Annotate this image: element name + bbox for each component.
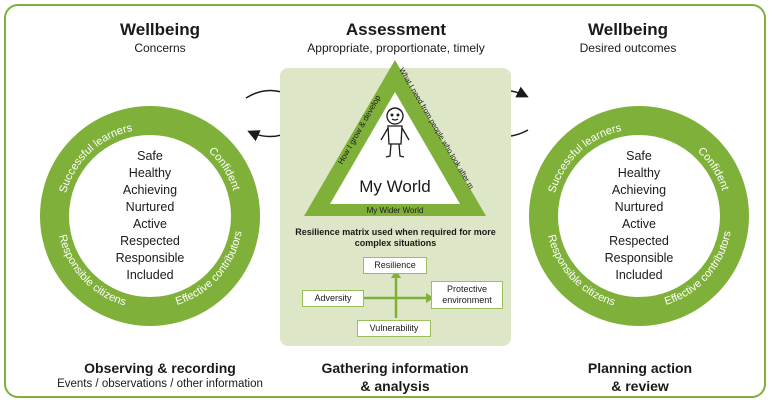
center-bottom-caption: Gathering information & analysis bbox=[290, 359, 500, 395]
left-indicator: Safe bbox=[137, 149, 163, 163]
left-bottom-caption: Observing & recording Events / observati… bbox=[20, 359, 300, 392]
diagram-frame bbox=[4, 4, 766, 398]
resilience-box: Resilience bbox=[363, 257, 427, 274]
left-indicator: Nurtured bbox=[125, 200, 175, 214]
right-bottom-title-2: & review bbox=[611, 378, 669, 394]
left-header: Wellbeing Concerns bbox=[60, 20, 260, 56]
right-bottom-caption: Planning action & review bbox=[540, 359, 740, 395]
protective-environment-box: Protective environment bbox=[431, 281, 503, 309]
vulnerability-box: Vulnerability bbox=[357, 320, 431, 337]
arrow-right-icon bbox=[426, 293, 434, 303]
resilience-note: Resilience matrix used when required for… bbox=[295, 227, 496, 248]
right-header: Wellbeing Desired outcomes bbox=[528, 20, 728, 56]
left-indicator: Respected bbox=[120, 234, 180, 248]
right-indicator: Achieving bbox=[611, 183, 667, 197]
left-indicator: Healthy bbox=[128, 166, 172, 180]
resilience-matrix-axes bbox=[363, 270, 434, 318]
adversity-box: Adversity bbox=[302, 290, 364, 307]
left-bottom-subtitle: Events / observations / other informatio… bbox=[57, 378, 263, 390]
my-world-label: My World bbox=[359, 177, 430, 196]
right-indicator-list: Safe Healthy Achieving Nurtured Active R… bbox=[558, 135, 720, 297]
child-figure-icon bbox=[380, 107, 410, 158]
right-indicator: Safe bbox=[626, 149, 652, 163]
left-subtitle: Concerns bbox=[134, 41, 186, 55]
my-world-triangle: How I grow & develop What I need from pe… bbox=[300, 56, 486, 216]
center-bottom-title-2: & analysis bbox=[360, 378, 430, 394]
left-indicator: Responsible bbox=[115, 251, 185, 265]
left-indicator: Included bbox=[126, 268, 174, 282]
left-indicator-list: Safe Healthy Achieving Nurtured Active R… bbox=[69, 135, 231, 297]
left-title: Wellbeing bbox=[120, 20, 200, 39]
left-indicator: Active bbox=[132, 217, 168, 231]
right-indicator: Active bbox=[621, 217, 657, 231]
right-bottom-title-1: Planning action bbox=[587, 360, 693, 376]
center-bottom-title-1: Gathering information bbox=[321, 360, 469, 376]
right-indicator: Included bbox=[615, 268, 663, 282]
center-header: Assessment Appropriate, proportionate, t… bbox=[276, 20, 516, 56]
right-indicator: Healthy bbox=[617, 166, 661, 180]
left-bottom-title: Observing & recording bbox=[84, 360, 236, 376]
right-wellbeing-wheel: Successful learners Confident Responsibl… bbox=[528, 105, 750, 327]
right-indicator: Respected bbox=[609, 234, 669, 248]
center-subtitle: Appropriate, proportionate, timely bbox=[307, 41, 485, 55]
left-wellbeing-wheel: Successful learners Confident Responsibl… bbox=[39, 105, 261, 327]
center-title: Assessment bbox=[345, 20, 447, 39]
right-indicator: Nurtured bbox=[614, 200, 664, 214]
left-indicator: Achieving bbox=[122, 183, 178, 197]
right-indicator: Responsible bbox=[604, 251, 674, 265]
right-subtitle: Desired outcomes bbox=[579, 41, 677, 55]
right-title: Wellbeing bbox=[588, 20, 668, 39]
triangle-bottom-label: My Wider World bbox=[367, 206, 424, 215]
arrow-up-icon bbox=[391, 270, 401, 278]
